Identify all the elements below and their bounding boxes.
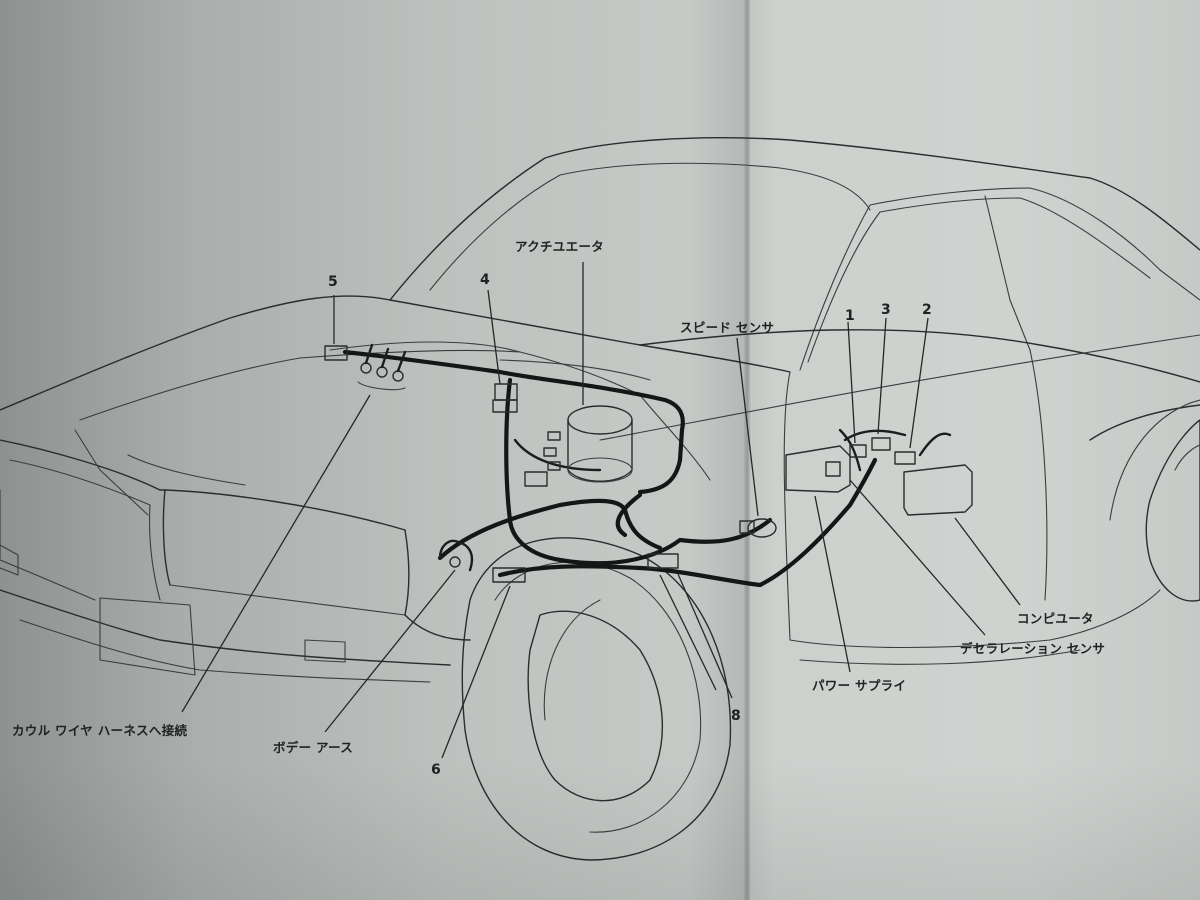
computer-label: コンピユータ (1017, 611, 1094, 626)
wiring-harness (342, 349, 952, 588)
connector-6 (492, 567, 526, 583)
computer-box (903, 464, 973, 516)
callout-2: 2 (922, 302, 933, 318)
power-supply-box (785, 445, 851, 493)
front-wheel (461, 537, 732, 861)
callout-8: 8 (731, 708, 742, 724)
callout-1: 1 (845, 308, 856, 324)
leader-lines (181, 262, 1021, 759)
callout-6: 6 (431, 762, 442, 778)
callout-3: 3 (881, 302, 892, 318)
callout-5: 5 (328, 274, 339, 290)
car-outline (0, 137, 1200, 683)
actuator (524, 405, 633, 487)
connector-5 (324, 343, 407, 391)
left-page (0, 0, 748, 900)
rear-wheel (1109, 399, 1200, 602)
right-page (748, 0, 1200, 900)
speed-sensor (615, 492, 777, 538)
power-supply-label: パワー サプライ (812, 678, 907, 693)
connector-8 (647, 553, 679, 569)
cowl-harness-label: カウル ワイヤ ハーネスへ接続 (12, 723, 188, 738)
actuator-label: アクチユエータ (515, 239, 604, 254)
body-ground-label: ボデー アース (273, 740, 354, 755)
page-fold (744, 0, 752, 900)
callout-4: 4 (480, 272, 491, 288)
ground-terminal (449, 556, 461, 568)
deceleration-sensor-label: デセラレーション センサ (960, 641, 1106, 656)
speed-sensor-label: スピード センサ (680, 320, 775, 335)
connectors-1-3-2 (849, 437, 916, 465)
connector-4 (492, 383, 518, 413)
